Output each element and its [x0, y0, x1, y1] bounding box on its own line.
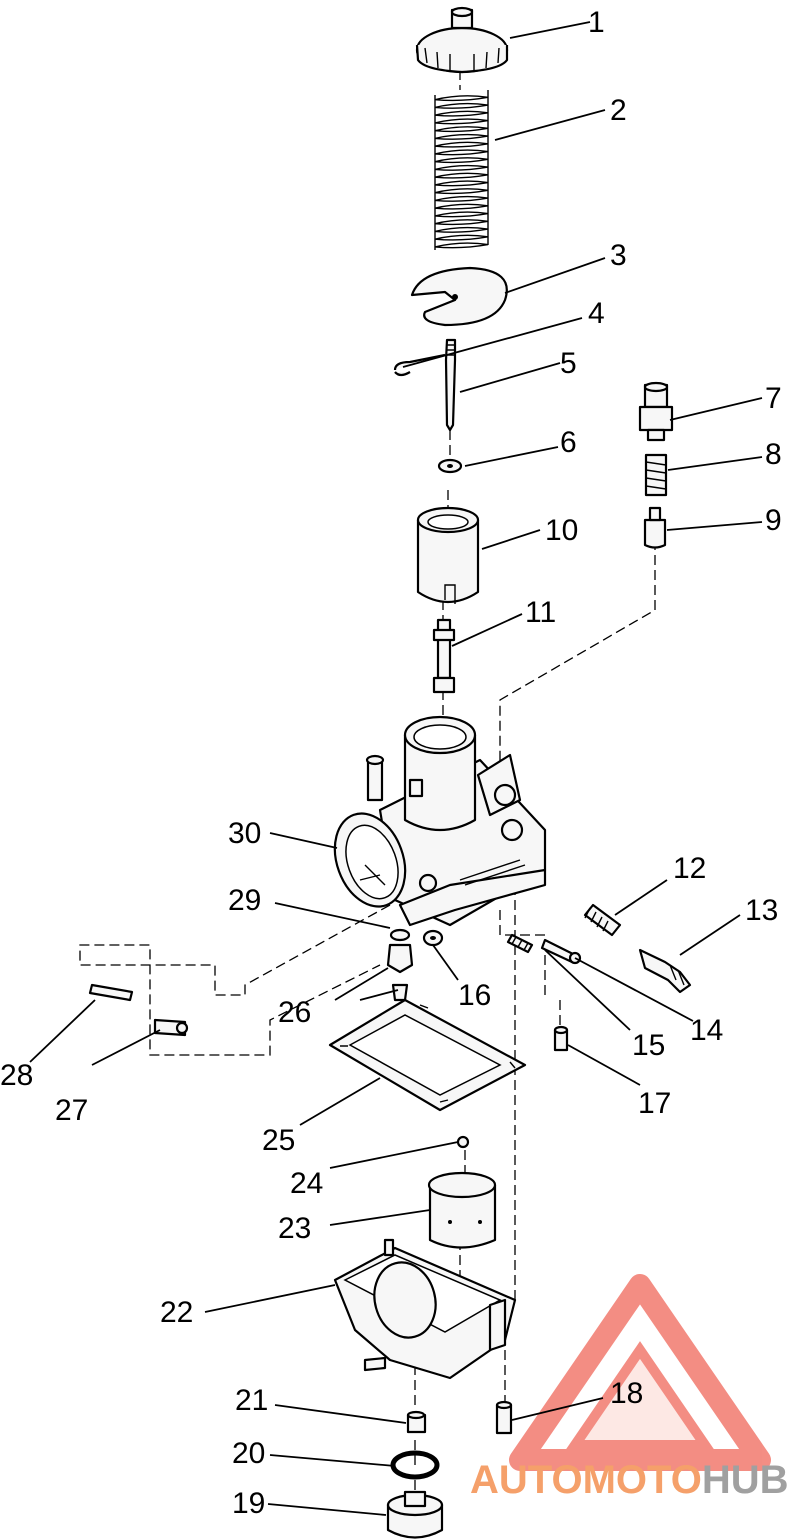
callout-23: 23: [278, 1212, 311, 1245]
watermark-brand-part2: HUB: [702, 1458, 789, 1502]
callout-labels: 1 2 3 4 5 6 7 8 9 10 11 12 13 14 15 16 1…: [0, 6, 782, 1520]
watermark-brand-part1: AUTOMOTO: [470, 1458, 702, 1502]
part-16-washer: [422, 929, 444, 947]
callout-10: 10: [545, 514, 578, 547]
part-13-screw: [638, 948, 692, 994]
leader-lines: [29, 21, 763, 1516]
callout-14: 14: [690, 1014, 723, 1047]
callout-26: 26: [278, 996, 311, 1029]
callout-13: 13: [745, 894, 778, 927]
part-10-slide: [416, 506, 480, 604]
assembly-axis-right: [499, 540, 656, 1410]
callout-21: 21: [235, 1384, 268, 1417]
part-6-washer: [437, 458, 463, 474]
callout-22: 22: [160, 1296, 193, 1329]
part-30-carb-body: [333, 715, 547, 927]
part-17-jet: [553, 1025, 569, 1052]
callout-5: 5: [560, 347, 577, 380]
part-4-clip: [393, 353, 446, 377]
callout-15: 15: [632, 1029, 665, 1062]
callout-30: 30: [228, 817, 261, 850]
part-27-fitting: [153, 1018, 189, 1037]
callout-2: 2: [610, 94, 627, 127]
callout-24: 24: [290, 1167, 323, 1200]
part-22-float-bowl: [333, 1238, 517, 1380]
callout-18: 18: [610, 1377, 643, 1410]
part-3-retainer: [410, 266, 508, 327]
part-12-spring: [583, 903, 622, 937]
part-19-drain-plug: [386, 1490, 444, 1539]
callout-25: 25: [262, 1124, 295, 1157]
callout-4: 4: [588, 297, 605, 330]
callout-12: 12: [673, 852, 706, 885]
callout-19: 19: [232, 1487, 265, 1520]
part-28-tube: [88, 983, 134, 1002]
callout-29: 29: [228, 884, 261, 917]
part-24-pin: [456, 1135, 470, 1149]
callout-17: 17: [638, 1087, 671, 1120]
part-9-plunger: [643, 506, 667, 549]
callout-9: 9: [765, 504, 782, 537]
assembly-axis-left: [79, 904, 391, 1056]
part-5-needle: [444, 338, 457, 432]
part-18-bolt: [495, 1400, 513, 1435]
svg-text:AUTOMOTOHUB: AUTOMOTOHUB: [470, 1458, 789, 1502]
callout-6: 6: [560, 426, 577, 459]
callout-27: 27: [55, 1094, 88, 1127]
part-7-adjuster: [638, 381, 674, 442]
callout-16: 16: [458, 979, 491, 1012]
part-11-needle-holder: [432, 618, 456, 694]
part-21-main-jet: [406, 1410, 427, 1434]
callout-8: 8: [765, 438, 782, 471]
callout-20: 20: [232, 1437, 265, 1470]
callout-7: 7: [765, 382, 782, 415]
part-25-gasket: [328, 998, 527, 1112]
part-26-jets: [386, 928, 414, 1002]
watermark-logo: [509, 1274, 771, 1471]
part-2-spring: [434, 90, 489, 250]
part-23-float: [427, 1171, 497, 1249]
part-15-spring: [506, 933, 534, 954]
part-1-cap: [415, 6, 509, 74]
callout-1: 1: [588, 6, 605, 39]
callout-28: 28: [0, 1059, 33, 1092]
watermark-text: AUTOMOTOHUB: [470, 1458, 789, 1502]
callout-3: 3: [610, 239, 627, 272]
part-8-small-spring: [644, 453, 668, 497]
callout-11: 11: [525, 596, 556, 629]
